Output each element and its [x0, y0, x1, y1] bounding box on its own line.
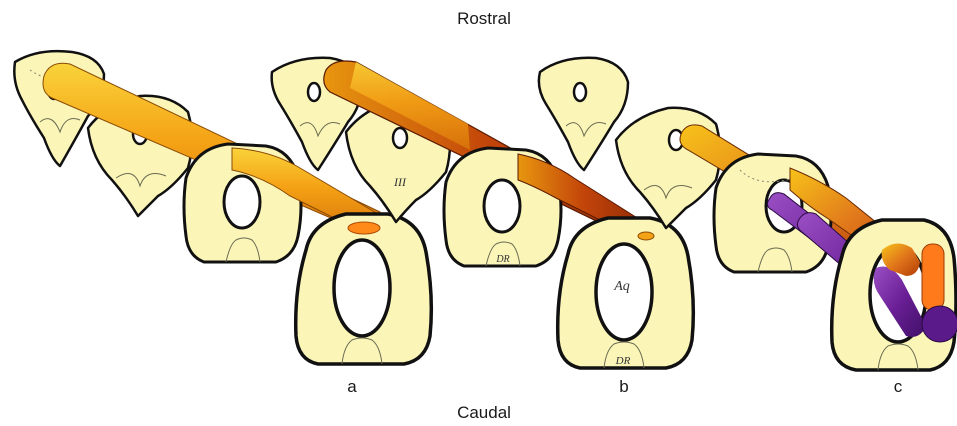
panel-c-section-2 — [616, 108, 720, 228]
rostral-label: Rostral — [457, 9, 511, 28]
panel-c-letter: c — [894, 377, 903, 396]
label-aq: Aq — [613, 279, 630, 294]
label-dr-lower: DR — [615, 355, 631, 367]
label-iii: III — [393, 175, 407, 189]
panel-b-letter: b — [619, 377, 628, 396]
label-dr-upper: DR — [495, 254, 509, 265]
panel-a-section-4 — [296, 214, 432, 364]
panel-c-section-1 — [539, 58, 628, 170]
panel-a-letter: a — [347, 377, 357, 396]
panel-c-section-4 — [832, 220, 957, 370]
caudal-label: Caudal — [457, 403, 511, 422]
panel-b-section-4: Aq DR — [558, 218, 694, 368]
